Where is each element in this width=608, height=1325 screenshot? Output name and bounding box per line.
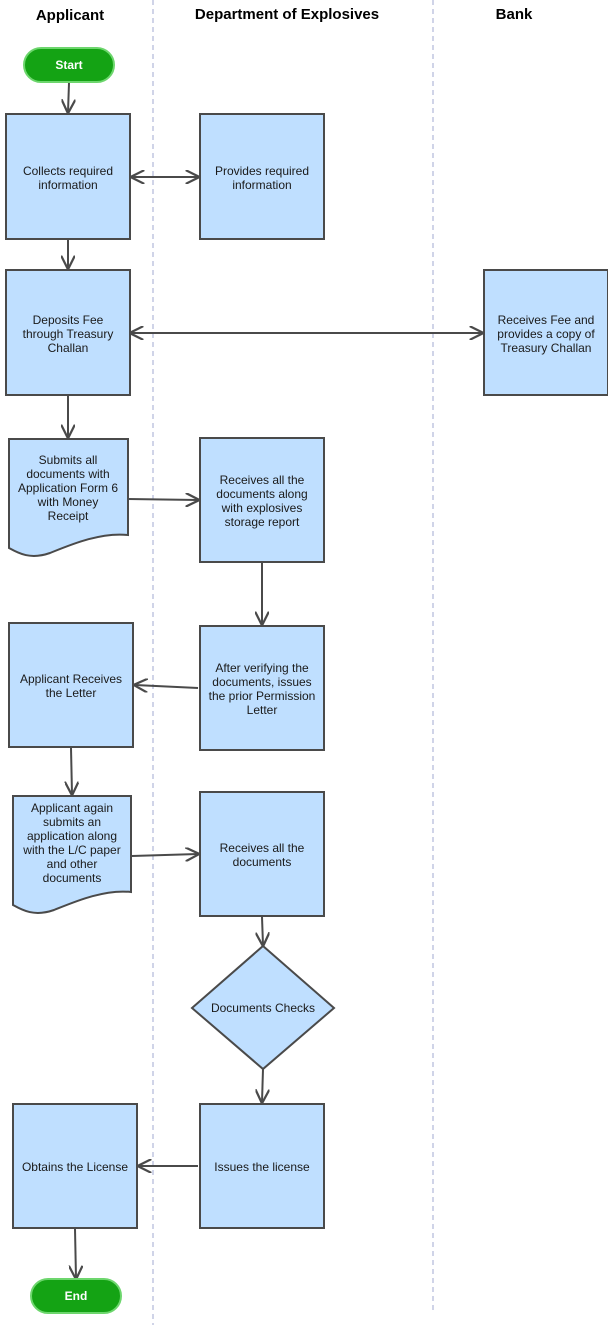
node-text-line: Challan	[48, 341, 89, 355]
node-text-line: documents	[233, 855, 292, 869]
node-text-line: and other	[47, 857, 98, 871]
node-text-line: Issues the license	[214, 1160, 310, 1174]
node-text-line: application along	[27, 829, 117, 843]
issues-license-box: Issues the license	[199, 1103, 325, 1229]
connector-receives-all-to-checks	[262, 916, 263, 945]
node-text-line: Applicant Receives	[20, 672, 122, 686]
node-text-line: Obtains the License	[22, 1160, 128, 1174]
node-text-line: Deposits Fee	[33, 313, 104, 327]
node-text-line: Receives all the	[220, 473, 305, 487]
node-text-line: Applicant again	[31, 801, 113, 815]
node-text-line: After verifying the	[215, 661, 309, 675]
node-text-line: Receives all the	[220, 841, 305, 855]
lane-title-department: Department of Explosives	[195, 6, 379, 23]
node-text-line: information	[232, 178, 291, 192]
connector-letter-to-again	[71, 747, 72, 794]
connector-submits-to-receives	[127, 499, 198, 500]
node-text-line: documents	[43, 871, 102, 885]
issues-license-text: Issues the license	[214, 1160, 310, 1174]
obtains-license-box: Obtains the License	[12, 1103, 138, 1229]
node-text-line: with explosives	[221, 501, 303, 515]
node-text-line: through Treasury	[23, 327, 114, 341]
node-text-line: documents with	[26, 467, 109, 481]
node-text-line: documents along	[216, 487, 307, 501]
node-text-line: Receives Fee and	[498, 313, 595, 327]
end-label: End	[65, 1289, 88, 1303]
node-text-line: Submits all	[39, 453, 98, 467]
node-text-line: Treasury Challan	[501, 341, 592, 355]
node-text-line: Collects required	[23, 164, 113, 178]
connector-obtains-to-end	[75, 1228, 76, 1278]
node-text-line: Provides required	[215, 164, 309, 178]
node-text-line: with Money	[37, 495, 99, 509]
node-text-line: Application Form 6	[18, 481, 118, 495]
connector-start-to-collects	[68, 82, 69, 112]
end-node: End	[30, 1278, 122, 1314]
node-text-line: the Letter	[46, 686, 97, 700]
node-text-line: documents, issues	[212, 675, 311, 689]
lane-title-bank: Bank	[496, 6, 533, 23]
documents-checks-diamond: Documents Checks	[190, 944, 336, 1071]
start-node: Start	[23, 47, 115, 83]
node-text-line: Letter	[247, 703, 278, 717]
node-text-line: information	[38, 178, 97, 192]
documents-checks-text: Documents Checks	[211, 1001, 315, 1015]
node-text-line: Receipt	[48, 509, 89, 523]
node-text-line: with the L/C paper	[22, 843, 120, 857]
connector-verifying-to-letter	[135, 685, 199, 688]
node-text-line: storage report	[225, 515, 300, 529]
node-text-line: provides a copy of	[497, 327, 595, 341]
node-text-line: Documents Checks	[211, 1001, 315, 1015]
node-text-line: the prior Permission	[209, 689, 316, 703]
node-text-line: submits an	[43, 815, 101, 829]
connectors	[68, 82, 482, 1278]
obtains-license-text: Obtains the License	[22, 1160, 128, 1174]
connector-checks-to-issues	[262, 1068, 263, 1102]
start-label: Start	[55, 58, 82, 72]
connector-again-to-receives-all	[131, 854, 198, 856]
lane-title-applicant: Applicant	[36, 7, 104, 24]
